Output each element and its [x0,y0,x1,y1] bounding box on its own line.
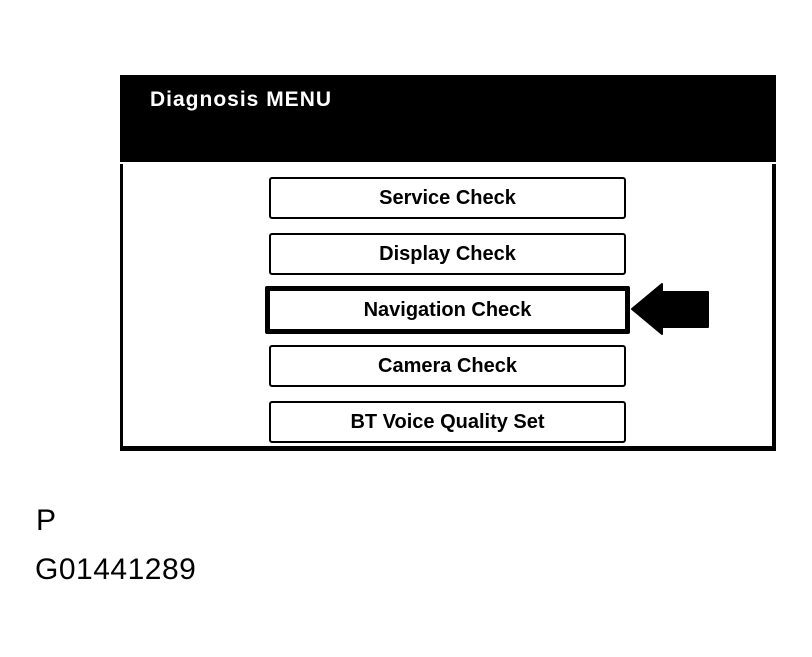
diagnosis-screen: Diagnosis MENU Service Check Display Che… [120,75,776,451]
menu-button-display-check[interactable]: Display Check [269,233,626,275]
left-arrow-icon [631,283,709,335]
menu-button-service-check[interactable]: Service Check [269,177,626,219]
menu-button-bt-voice-quality-set[interactable]: BT Voice Quality Set [269,401,626,443]
page-letter: P [36,504,57,537]
menu-button-navigation-check[interactable]: Navigation Check [265,286,630,334]
menu-button-camera-check[interactable]: Camera Check [269,345,626,387]
screen-header: Diagnosis MENU [120,75,776,162]
screen-title: Diagnosis MENU [150,88,333,111]
figure-id: G01441289 [35,553,197,586]
